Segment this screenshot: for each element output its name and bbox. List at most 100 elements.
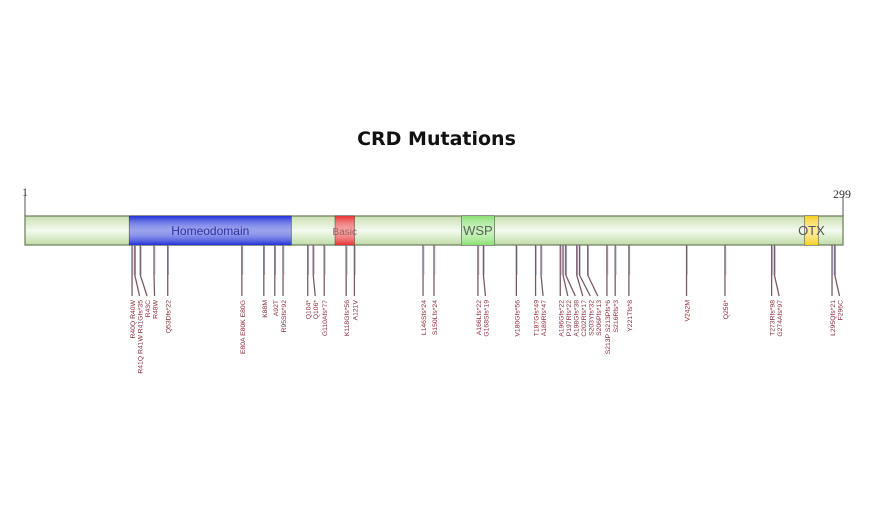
mutation-line xyxy=(834,245,841,297)
domain-label: Basic xyxy=(333,227,357,238)
mutation-label: R40Q R40W xyxy=(130,299,137,338)
mutation-label: L295Qfs*21 xyxy=(830,300,837,336)
mutation-marker: R48W xyxy=(153,245,160,319)
domain-highlight xyxy=(335,216,355,245)
mutation-label: K88M xyxy=(262,300,269,318)
mutation-marker: Q104* xyxy=(306,245,313,319)
mutation-line xyxy=(578,245,591,297)
mutation-label: R95Sfs*92 xyxy=(281,300,288,333)
mutation-marker: A92T xyxy=(273,245,280,316)
mutation-label: K118Gfs*56 xyxy=(344,300,351,336)
mutation-label: Q53Dfs*22 xyxy=(166,300,173,333)
end-position-label: 299 xyxy=(833,187,851,201)
mutation-line xyxy=(773,245,780,297)
domain-label: Homeodomain xyxy=(171,224,249,238)
mutation-label: S216Rfs*3 xyxy=(613,300,620,333)
domain-label: OTX xyxy=(798,223,825,238)
mutation-line xyxy=(134,245,141,297)
mutation-label: A92T xyxy=(273,300,280,316)
domain-basic: Basic xyxy=(333,215,357,246)
domain-highlight xyxy=(129,216,292,245)
mutation-line xyxy=(312,245,316,297)
mutation-line xyxy=(576,245,584,297)
mutation-line xyxy=(139,245,148,297)
mutation-label: T187Gfs*49 xyxy=(534,300,541,336)
mutation-marker: R95Sfs*92 xyxy=(281,245,288,333)
mutation-label: V180Gfs*56 xyxy=(514,300,521,337)
mutation-marker: L295Qfs*21 xyxy=(830,245,837,336)
mutation-marker: Y221Tfs*8 xyxy=(627,245,634,332)
mutation-marker: L146Sfs*24 xyxy=(421,245,428,335)
mutation-label: S213P S213Pfs*6 xyxy=(605,300,612,355)
mutation-marker: S216Rfs*3 xyxy=(613,245,620,333)
mutation-marker: S206Pfs*13 xyxy=(587,245,603,336)
mutation-marker: F296C xyxy=(834,245,845,320)
mutation-marker: C202Rfs*17 xyxy=(576,245,588,337)
mutation-label: A166Lfs*22 xyxy=(476,300,483,335)
mutation-label: Q106* xyxy=(313,300,320,320)
mutation-label: V242M xyxy=(685,300,692,322)
mutation-label: Q256* xyxy=(723,300,730,320)
mutation-marker: G110Afs*77 xyxy=(322,245,329,336)
mutation-marker: Q256* xyxy=(723,245,730,319)
mutation-marker: S203Yfs*32 xyxy=(578,245,595,336)
mutation-marker: R41Q R41W R41Gfs*35 xyxy=(134,245,145,374)
mutation-label: C202Rfs*17 xyxy=(581,300,588,337)
mutation-line xyxy=(153,245,156,297)
mutation-label: A121V xyxy=(352,300,359,321)
mutation-marker: K118Gfs*56 xyxy=(344,245,351,336)
mutation-label: G168Sfs*19 xyxy=(483,300,490,337)
mutation-marker: G274Afs*97 xyxy=(773,245,784,337)
mutation-marker: A121V xyxy=(352,245,359,320)
mutation-marker: P197Rfs*22 xyxy=(562,245,573,336)
mutation-marker: Q106* xyxy=(312,245,320,320)
mutation-marker: A198Gfs*38 xyxy=(565,245,580,337)
mutation-line xyxy=(565,245,576,297)
mutation-marker: A189Rfs*47 xyxy=(540,245,548,336)
mutation-marker: T273Rfs*98 xyxy=(770,245,777,336)
domain-label: WSP xyxy=(463,223,493,238)
mutation-label: G110Afs*77 xyxy=(322,300,329,336)
mutation-label: S150Lfs*24 xyxy=(432,300,439,335)
mutation-marker: S213P S213Pfs*6 xyxy=(605,245,612,354)
mutation-marker: V180Gfs*56 xyxy=(514,245,521,337)
mutation-marker: Q53Dfs*22 xyxy=(166,245,173,333)
mutation-marker: S150Lfs*24 xyxy=(432,245,439,335)
mutation-label: Q104* xyxy=(306,300,313,320)
mutation-label: T273Rfs*98 xyxy=(770,300,777,336)
mutation-marker: T187Gfs*49 xyxy=(534,245,541,336)
domain-otx: OTX xyxy=(798,215,825,246)
mutation-label: E80A E80K E80G xyxy=(240,300,247,354)
mutation-label: S203Yfs*32 xyxy=(588,300,595,336)
mutation-line xyxy=(562,245,569,297)
mutation-label: Y221Tfs*8 xyxy=(627,300,634,332)
mutation-label: S206Pfs*13 xyxy=(596,300,603,336)
mutation-marker: V242M xyxy=(685,245,692,322)
mutation-label: G274Afs*97 xyxy=(777,300,784,337)
mutation-marker: R40Q R40W xyxy=(130,245,137,339)
mutation-label: F296C xyxy=(838,300,845,320)
mutation-line xyxy=(482,245,487,297)
start-position-label: 1 xyxy=(22,185,28,199)
mutation-label: A198Gfs*38 xyxy=(573,300,580,337)
mutation-marker: K88M xyxy=(262,245,269,318)
mutation-marker: R43C xyxy=(139,245,152,317)
figure-title: CRD Mutations xyxy=(357,128,516,150)
mutation-label: A189Rfs*47 xyxy=(541,300,548,336)
mutation-label: R41Q R41W R41Gfs*35 xyxy=(138,300,145,374)
domain-wsp: WSP xyxy=(461,215,495,246)
mutation-marker: G168Sfs*19 xyxy=(482,245,490,337)
domain-highlight xyxy=(804,216,819,245)
mutation-label: A196Gfs*22 xyxy=(558,300,565,337)
mutation-line xyxy=(540,245,544,297)
domain-homeodomain: Homeodomain xyxy=(128,215,292,246)
mutation-label: P197Rfs*22 xyxy=(566,300,573,336)
mutation-marker: A196Gfs*22 xyxy=(558,245,565,337)
mutation-line xyxy=(587,245,599,297)
mutation-label: R43C xyxy=(145,300,152,317)
mutation-label: L146Sfs*24 xyxy=(421,300,428,335)
mutation-marker: A166Lfs*22 xyxy=(476,245,483,335)
mutation-label: R48W xyxy=(153,299,160,318)
mutation-marker: E80A E80K E80G xyxy=(240,245,247,354)
